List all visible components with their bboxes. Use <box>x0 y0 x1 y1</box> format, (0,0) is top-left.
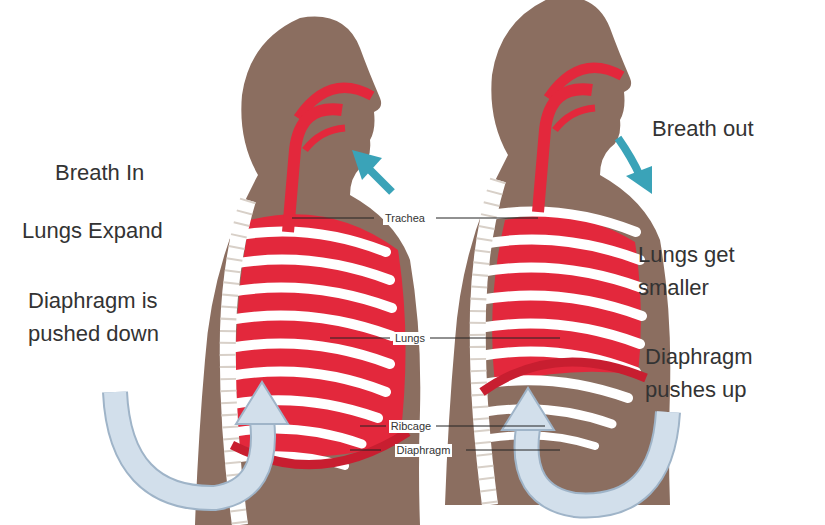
heading-label: Breath out <box>652 114 754 144</box>
note-label: Lungs get smaller <box>638 238 788 304</box>
airflow-arrow <box>352 138 652 194</box>
part-label: Trachea <box>383 212 427 225</box>
diaphragm-arrow <box>115 382 668 505</box>
heading-label: Lungs Expand <box>22 216 163 246</box>
leader-line <box>292 218 560 450</box>
note-label: Diaphragm pushes up <box>645 340 805 406</box>
part-label: Lungs <box>393 332 427 345</box>
note-label: Diaphragm is pushed down <box>28 284 168 350</box>
figure-exhale <box>445 0 670 505</box>
part-label: Diaphragm <box>395 444 453 457</box>
heading-label: Breath In <box>55 158 144 188</box>
part-label: Ribcage <box>389 420 433 433</box>
figure-inhale <box>195 17 420 525</box>
